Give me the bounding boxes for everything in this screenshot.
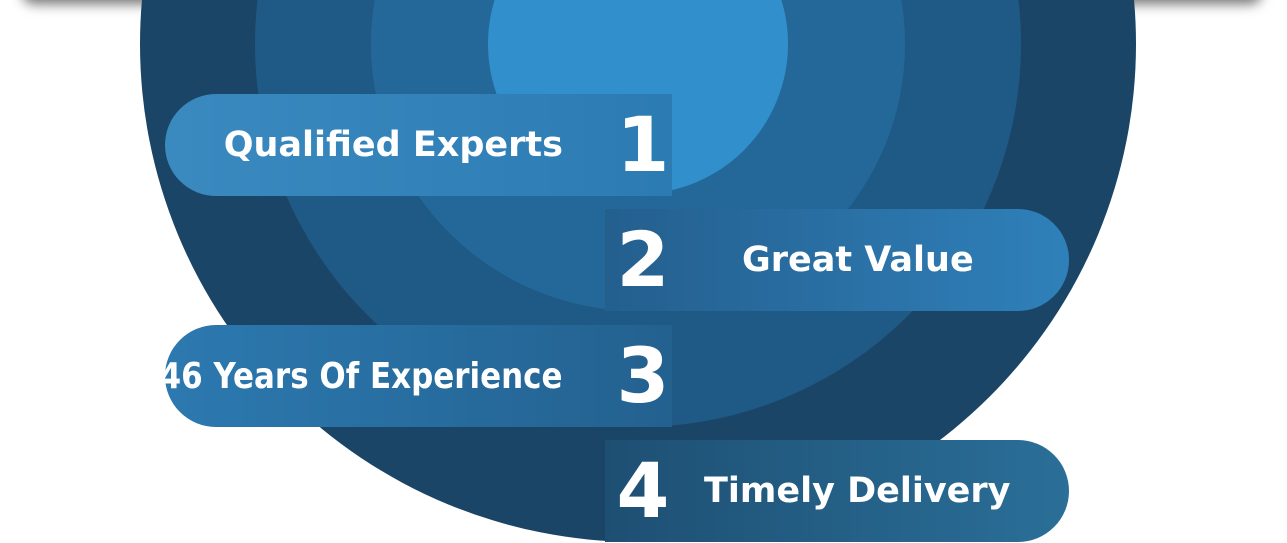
feature-number-4-wrap: 4 bbox=[612, 440, 672, 542]
feature-item-1: Qualified Experts bbox=[165, 94, 563, 196]
feature-number-2-wrap: 2 bbox=[612, 209, 672, 311]
pill-2-shape bbox=[605, 209, 1069, 311]
feature-label-2: Great Value bbox=[742, 240, 974, 280]
pill-4-shape bbox=[605, 440, 1069, 542]
feature-number-2: 2 bbox=[616, 215, 670, 304]
feature-number-3: 3 bbox=[616, 331, 670, 420]
feature-label-3: 46 Years Of Experience bbox=[160, 355, 563, 397]
feature-number-4: 4 bbox=[616, 446, 670, 535]
feature-item-2: Great Value bbox=[742, 209, 1042, 311]
pill-1-shape bbox=[165, 94, 672, 196]
feature-item-3: 46 Years Of Experience bbox=[160, 325, 563, 427]
feature-number-1-wrap: 1 bbox=[612, 94, 672, 196]
feature-item-4: Timely Delivery bbox=[704, 440, 1034, 542]
feature-number-3-wrap: 3 bbox=[612, 325, 672, 427]
feature-number-1: 1 bbox=[616, 100, 670, 189]
feature-label-1: Qualified Experts bbox=[223, 125, 563, 165]
pill-3-shape bbox=[165, 325, 672, 427]
feature-label-4: Timely Delivery bbox=[704, 471, 1011, 511]
